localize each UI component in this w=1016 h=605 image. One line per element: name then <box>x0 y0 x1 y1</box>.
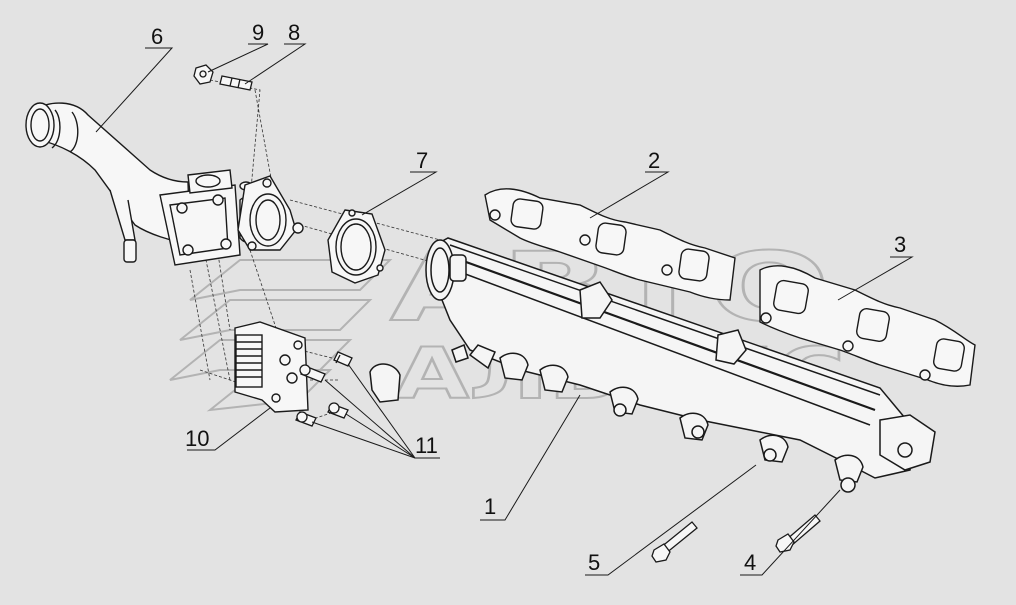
part-bolt-4 <box>775 514 821 553</box>
callout-labels: 6 9 8 7 2 3 1 5 4 10 11 <box>151 20 906 575</box>
part-stud <box>219 75 253 91</box>
callout-9: 9 <box>252 20 264 45</box>
callout-11: 11 <box>415 433 438 458</box>
part-intake-elbow <box>25 102 263 266</box>
leader-lines <box>95 43 914 576</box>
callout-2: 2 <box>648 148 660 173</box>
part-bolts-small <box>295 351 353 427</box>
part-cooler-plate <box>234 321 309 413</box>
callout-1: 1 <box>484 494 496 519</box>
part-intake-manifold <box>369 237 936 493</box>
callout-8: 8 <box>288 20 300 45</box>
part-gasket-small <box>327 209 386 284</box>
callout-5: 5 <box>588 550 600 575</box>
callout-10: 10 <box>185 426 209 451</box>
part-flange <box>237 175 304 251</box>
part-bolt-5 <box>651 521 698 563</box>
callout-3: 3 <box>894 232 906 257</box>
callout-4: 4 <box>744 550 756 575</box>
part-gasket-lower <box>759 265 976 387</box>
part-nut <box>193 64 214 85</box>
callout-6: 6 <box>151 24 163 49</box>
callout-7: 7 <box>416 148 428 173</box>
part-gasket-upper <box>484 188 736 301</box>
